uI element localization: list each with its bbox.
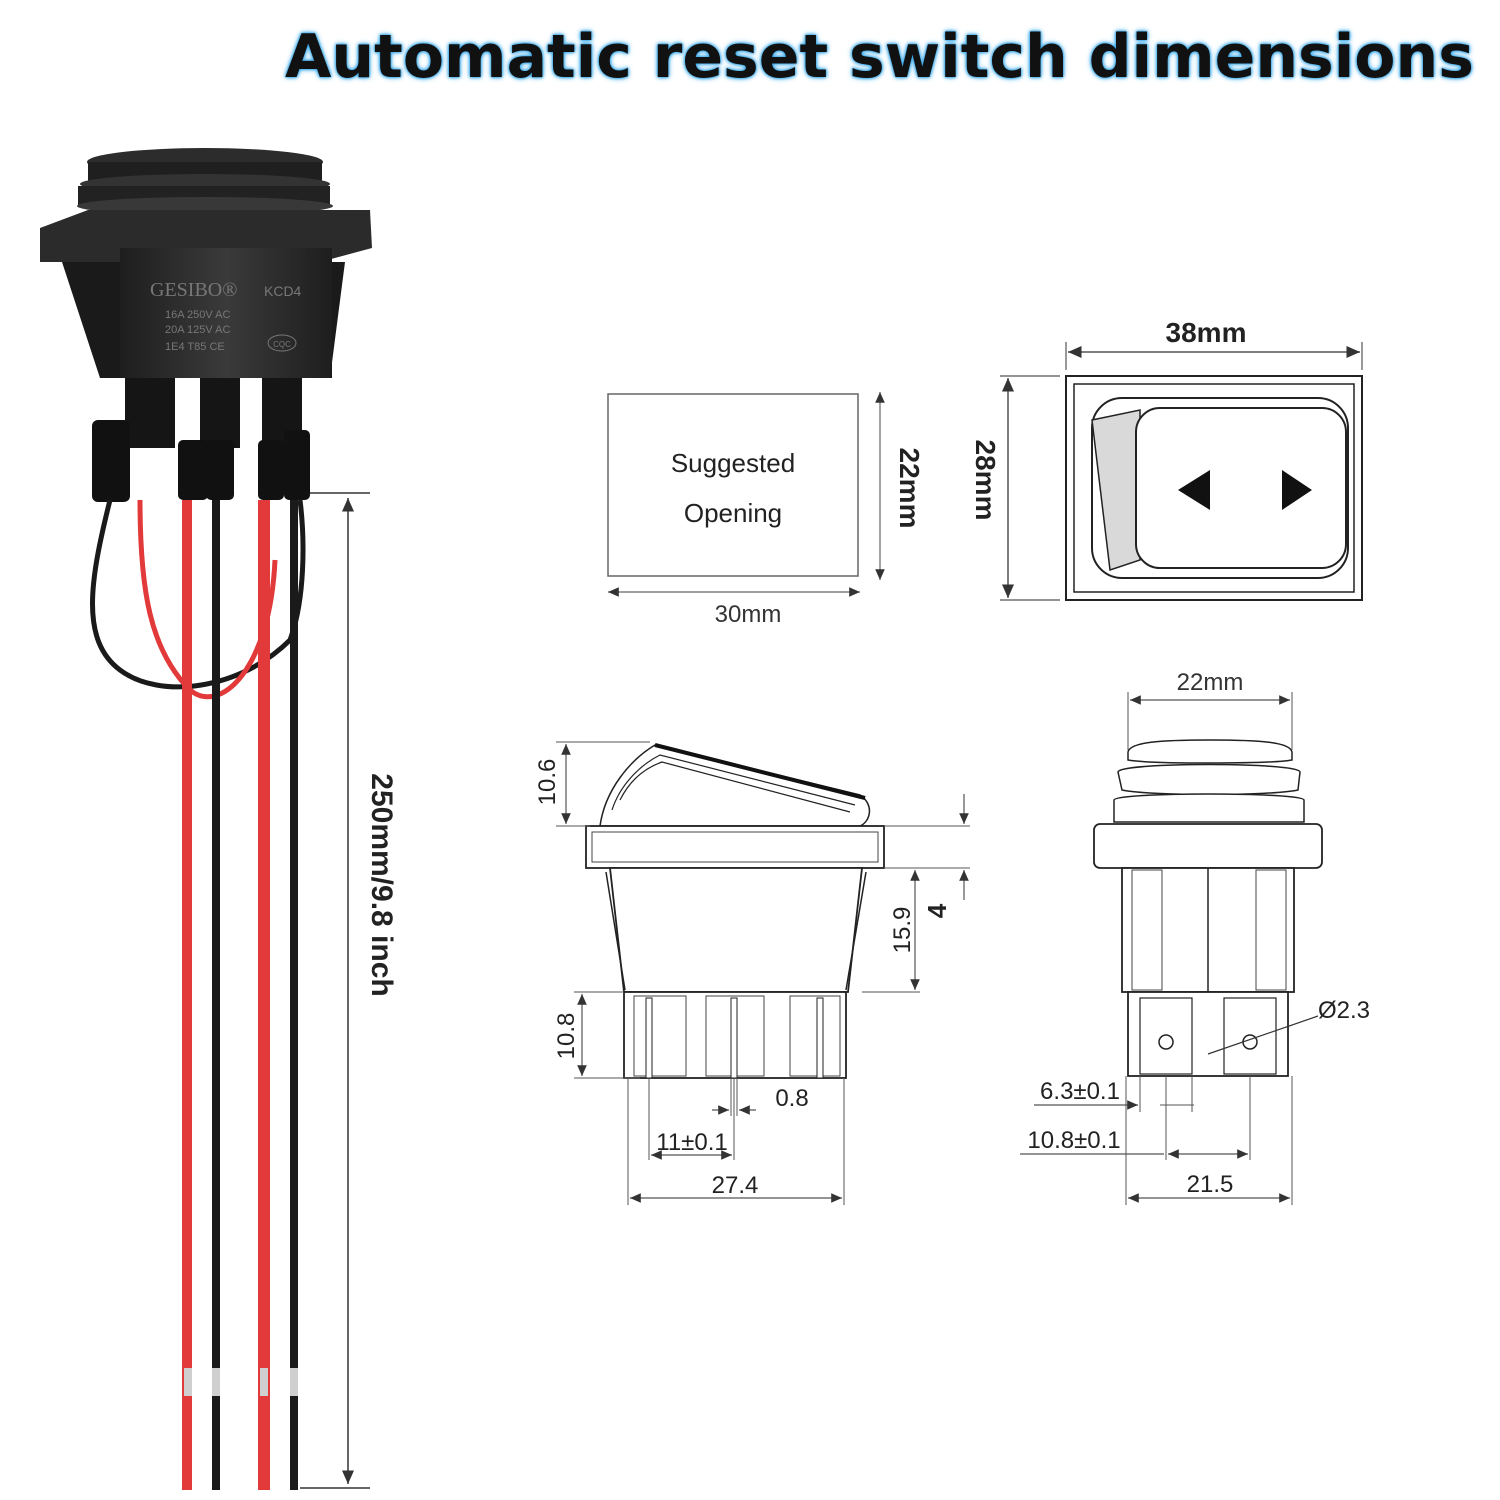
pin-width-label: 0.8 bbox=[775, 1085, 808, 1112]
wire-length-dimension bbox=[300, 492, 370, 1489]
opening-height-label: 22mm bbox=[894, 448, 925, 529]
hole-diameter-label: Ø2.3 bbox=[1318, 997, 1370, 1024]
switch-photo bbox=[40, 148, 372, 1490]
terminal-pitch-label: 10.8±0.1 bbox=[1027, 1127, 1120, 1154]
page-title: Automatic reset switch dimensions bbox=[285, 22, 1474, 92]
pin-pitch-label: 11±0.1 bbox=[656, 1129, 727, 1156]
opening-label-2: Opening bbox=[684, 498, 782, 528]
end-overall-width-label: 21.5 bbox=[1187, 1171, 1234, 1198]
switch-rating-1: 16A 250V AC bbox=[165, 309, 230, 321]
front-width-label: 38mm bbox=[1166, 317, 1247, 348]
end-view-diagram bbox=[1020, 692, 1323, 1205]
terminal-length-label: 10.8 bbox=[553, 1013, 580, 1060]
switch-model-text: KCD4 bbox=[264, 283, 302, 299]
flange-label: 4 bbox=[922, 903, 952, 918]
switch-rating-2: 20A 125V AC bbox=[165, 324, 230, 336]
wire-length-label: 250mm/9.8 inch bbox=[365, 773, 398, 996]
front-view-diagram bbox=[1000, 342, 1363, 601]
cap-height-label: 10.6 bbox=[534, 759, 561, 806]
front-height-label: 28mm bbox=[970, 440, 1001, 521]
side-view-diagram bbox=[556, 741, 970, 1205]
opening-label-1: Suggested bbox=[671, 448, 795, 478]
switch-brand-text: GESIBO® bbox=[150, 279, 237, 301]
opening-diagram bbox=[607, 392, 885, 597]
side-overall-width-label: 27.4 bbox=[712, 1172, 759, 1199]
cqc-logo-text: CQC bbox=[273, 340, 291, 349]
opening-width-label: 30mm bbox=[715, 601, 782, 628]
terminal-width-label: 6.3±0.1 bbox=[1040, 1078, 1120, 1105]
end-top-width-label: 22mm bbox=[1177, 669, 1244, 696]
switch-rating-3: 1E4 T85 CE bbox=[165, 341, 225, 353]
cqc-logo bbox=[267, 334, 297, 352]
body-height-label: 15.9 bbox=[889, 907, 916, 954]
